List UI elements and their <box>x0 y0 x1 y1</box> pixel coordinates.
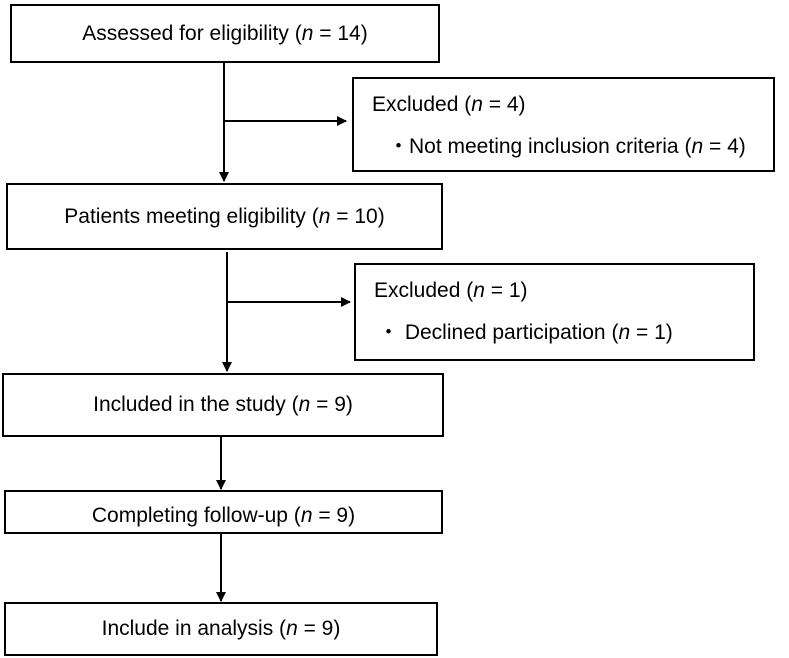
followup-box: Completing follow-up (n = 9) <box>4 490 443 534</box>
analysis-label: Include in analysis (n = 9) <box>101 617 341 640</box>
included-label: Included in the study (n = 9) <box>93 393 353 416</box>
excluded-1-title: Excluded (n = 4) <box>372 93 526 116</box>
followup-label: Completing follow-up (n = 9) <box>91 504 356 527</box>
excluded-1-reason: ・Not meeting inclusion criteria (n = 4) <box>388 135 746 158</box>
excluded-2-reason: ・ Declined participation (n = 1) <box>378 321 673 344</box>
meeting-box: Patients meeting eligibility (n = 10) <box>6 183 443 250</box>
analysis-box: Include in analysis (n = 9) <box>4 602 438 656</box>
assessed-label: Assessed for eligibility (n = 14) <box>82 21 368 45</box>
excluded-box-2: Excluded (n = 1) ・ Declined participatio… <box>354 263 755 361</box>
meeting-label: Patients meeting eligibility (n = 10) <box>64 204 385 228</box>
included-box: Included in the study (n = 9) <box>2 373 444 437</box>
excluded-box-1: Excluded (n = 4) ・Not meeting inclusion … <box>352 77 775 172</box>
excluded-2-title: Excluded (n = 1) <box>374 279 528 302</box>
assessed-box: Assessed for eligibility (n = 14) <box>10 4 440 63</box>
